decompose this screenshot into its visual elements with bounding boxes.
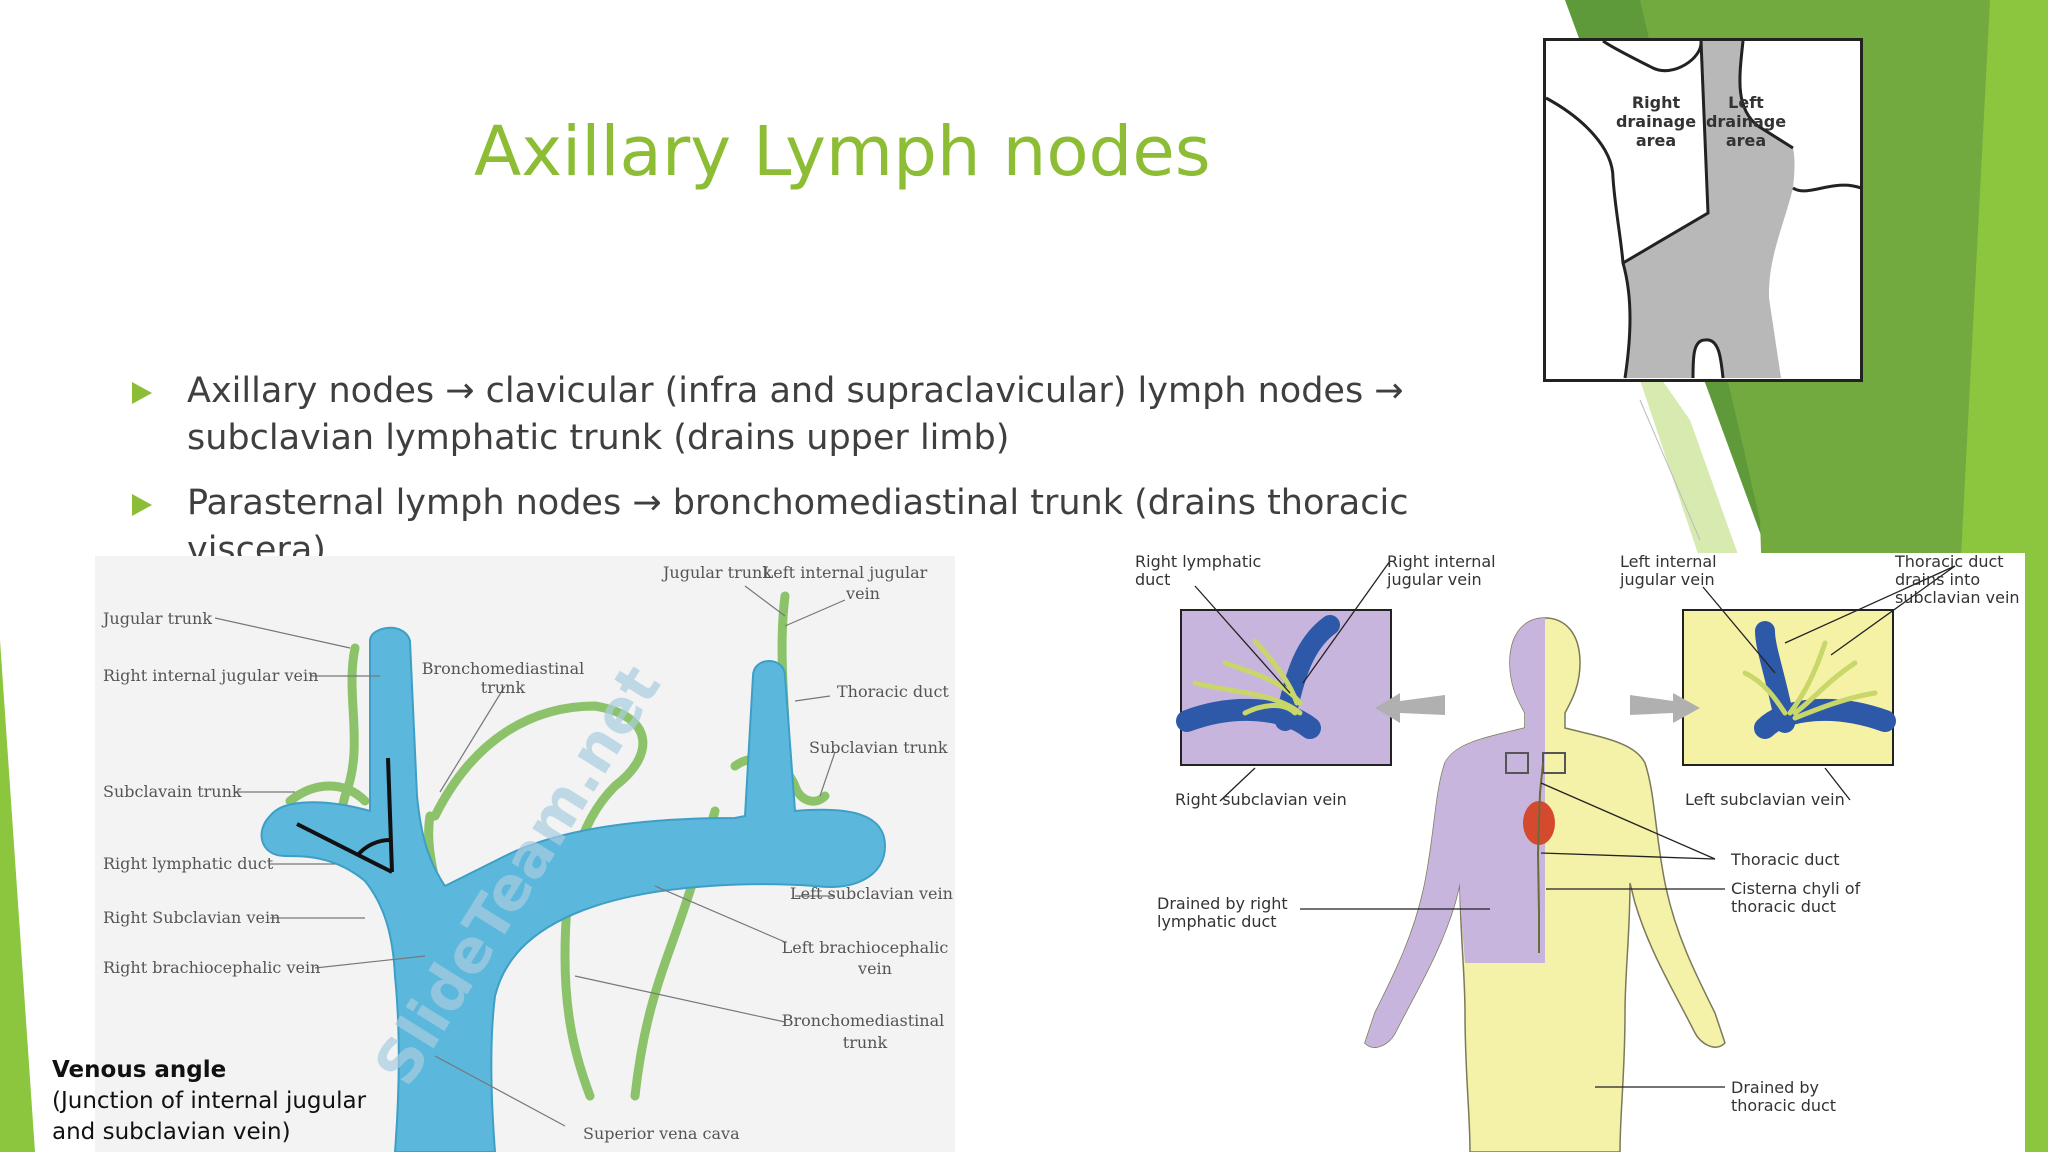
bronchomediastinal-trunk-left [430, 701, 648, 1101]
veins [260, 626, 887, 1152]
label-right-internal-jugular-vein: Right internal jugular vein [103, 666, 318, 685]
label-thoracic-duct: Thoracic duct [837, 682, 949, 701]
label-left-brachiocephalic-1: Left brachiocephalic [782, 938, 949, 957]
label-jugular-trunk: Jugular trunk [101, 609, 212, 628]
left-arrow-icon [1375, 693, 1445, 723]
label-right-brachiocephalic-vein: Right brachiocephalic vein [103, 958, 320, 977]
right-drainage-label-3: area [1636, 131, 1676, 150]
label-thoracic-duct: Thoracic duct [1730, 850, 1840, 869]
venous-angle-marker [296, 757, 394, 874]
leader-lines [214, 585, 846, 1127]
label-left-internal-jugular-2: vein [845, 584, 880, 603]
label-right-subclavian-vein: Right subclavian vein [1175, 790, 1347, 809]
triangle-bullet-icon [132, 494, 152, 516]
label-right-lymphatic-duct: Right lymphatic duct [103, 854, 274, 873]
label-left-subclavian-vein: Left subclavian vein [1685, 790, 1845, 809]
right-inset-vessels [1176, 615, 1340, 739]
label-broncho-bottom-1: Bronchomediastinal [782, 1011, 945, 1030]
body-leader-lines [1194, 560, 1956, 1088]
label-jugular-trunk-top: Jugular trunk [661, 563, 772, 582]
right-drained-region [1365, 618, 1620, 1048]
label-thoracic-drains-1: Thoracic duct [1894, 553, 2004, 571]
drainage-area-figure: Right drainage area Left drainage area [1543, 38, 1863, 382]
right-angle-box [1505, 752, 1529, 774]
label-drained-right-1: Drained by right [1157, 894, 1288, 913]
label-right-lymphatic-duct-1: Right lymphatic [1135, 553, 1261, 571]
bullet-text: Axillary nodes → clavicular (infra and s… [187, 371, 1404, 458]
label-drained-thoracic-1: Drained by [1731, 1078, 1819, 1097]
label-left-brachiocephalic-2: vein [857, 959, 892, 978]
label-drained-right-2: lymphatic duct [1157, 912, 1277, 931]
label-broncho-top-2: trunk [481, 678, 526, 697]
bullet-list: Axillary nodes → clavicular (infra and s… [128, 368, 1548, 592]
lymphatic-body-diagram: Right lymphatic duct Right internal jugu… [1125, 553, 2025, 1152]
body-labels: Right lymphatic duct Right internal jugu… [1135, 553, 2020, 1115]
caption-line-1: (Junction of internal jugular [52, 1088, 367, 1114]
caption-line-2: and subclavian vein) [52, 1119, 291, 1145]
label-left-subclavian-vein: Left subclavian vein [790, 884, 953, 903]
label-right-internal-jugular-1: Right internal [1387, 553, 1496, 571]
left-drainage-label-3: area [1726, 131, 1766, 150]
label-subclavain-trunk: Subclavain trunk [103, 782, 242, 801]
left-inset-vessels [1742, 621, 1896, 739]
right-subclavian-trunk [285, 781, 370, 806]
venous-angle-diagram: SlideTeam.net Jugular trunk [95, 556, 955, 1152]
left-drainage-label-1: Left [1728, 93, 1764, 112]
label-left-internal-jugular-2: jugular vein [1619, 570, 1715, 589]
label-thoracic-drains-2: drains into [1895, 570, 1980, 589]
label-right-subclavian-vein: Right Subclavian vein [103, 908, 280, 927]
vein-labels: Jugular trunk Right internal jugular vei… [101, 563, 953, 1143]
label-left-internal-jugular-1: Left internal jugular [763, 563, 928, 582]
label-drained-thoracic-2: thoracic duct [1731, 1096, 1836, 1115]
label-right-internal-jugular-2: jugular vein [1386, 570, 1482, 589]
label-broncho-bottom-2: trunk [843, 1033, 888, 1052]
right-drainage-label-2: drainage [1616, 112, 1696, 131]
label-cisterna-1: Cisterna chyli of [1731, 879, 1861, 898]
label-superior-vena-cava: Superior vena cava [583, 1124, 740, 1143]
label-right-lymphatic-duct-2: duct [1135, 570, 1170, 589]
venous-angle-caption: Venous angle (Junction of internal jugul… [52, 1055, 366, 1148]
deco-line [1639, 399, 1701, 541]
label-thoracic-drains-3: subclavian vein [1895, 588, 2020, 607]
label-cisterna-2: thoracic duct [1731, 897, 1836, 916]
deco-left-green [0, 640, 35, 1152]
label-left-internal-jugular-1: Left internal [1620, 553, 1717, 571]
right-arrow-icon [1630, 693, 1700, 723]
label-subclavian-trunk: Subclavian trunk [809, 738, 948, 757]
caption-title: Venous angle [52, 1057, 227, 1083]
left-drainage-label-2: drainage [1706, 112, 1786, 131]
vein-system-shape [260, 626, 887, 1152]
bullet-item-1: Axillary nodes → clavicular (infra and s… [128, 368, 1548, 462]
triangle-bullet-icon [132, 382, 152, 404]
label-broncho-top-1: Bronchomediastinal [422, 659, 585, 678]
slide-title: Axillary Lymph nodes [474, 112, 1211, 192]
right-drainage-label-1: Right [1632, 93, 1681, 112]
